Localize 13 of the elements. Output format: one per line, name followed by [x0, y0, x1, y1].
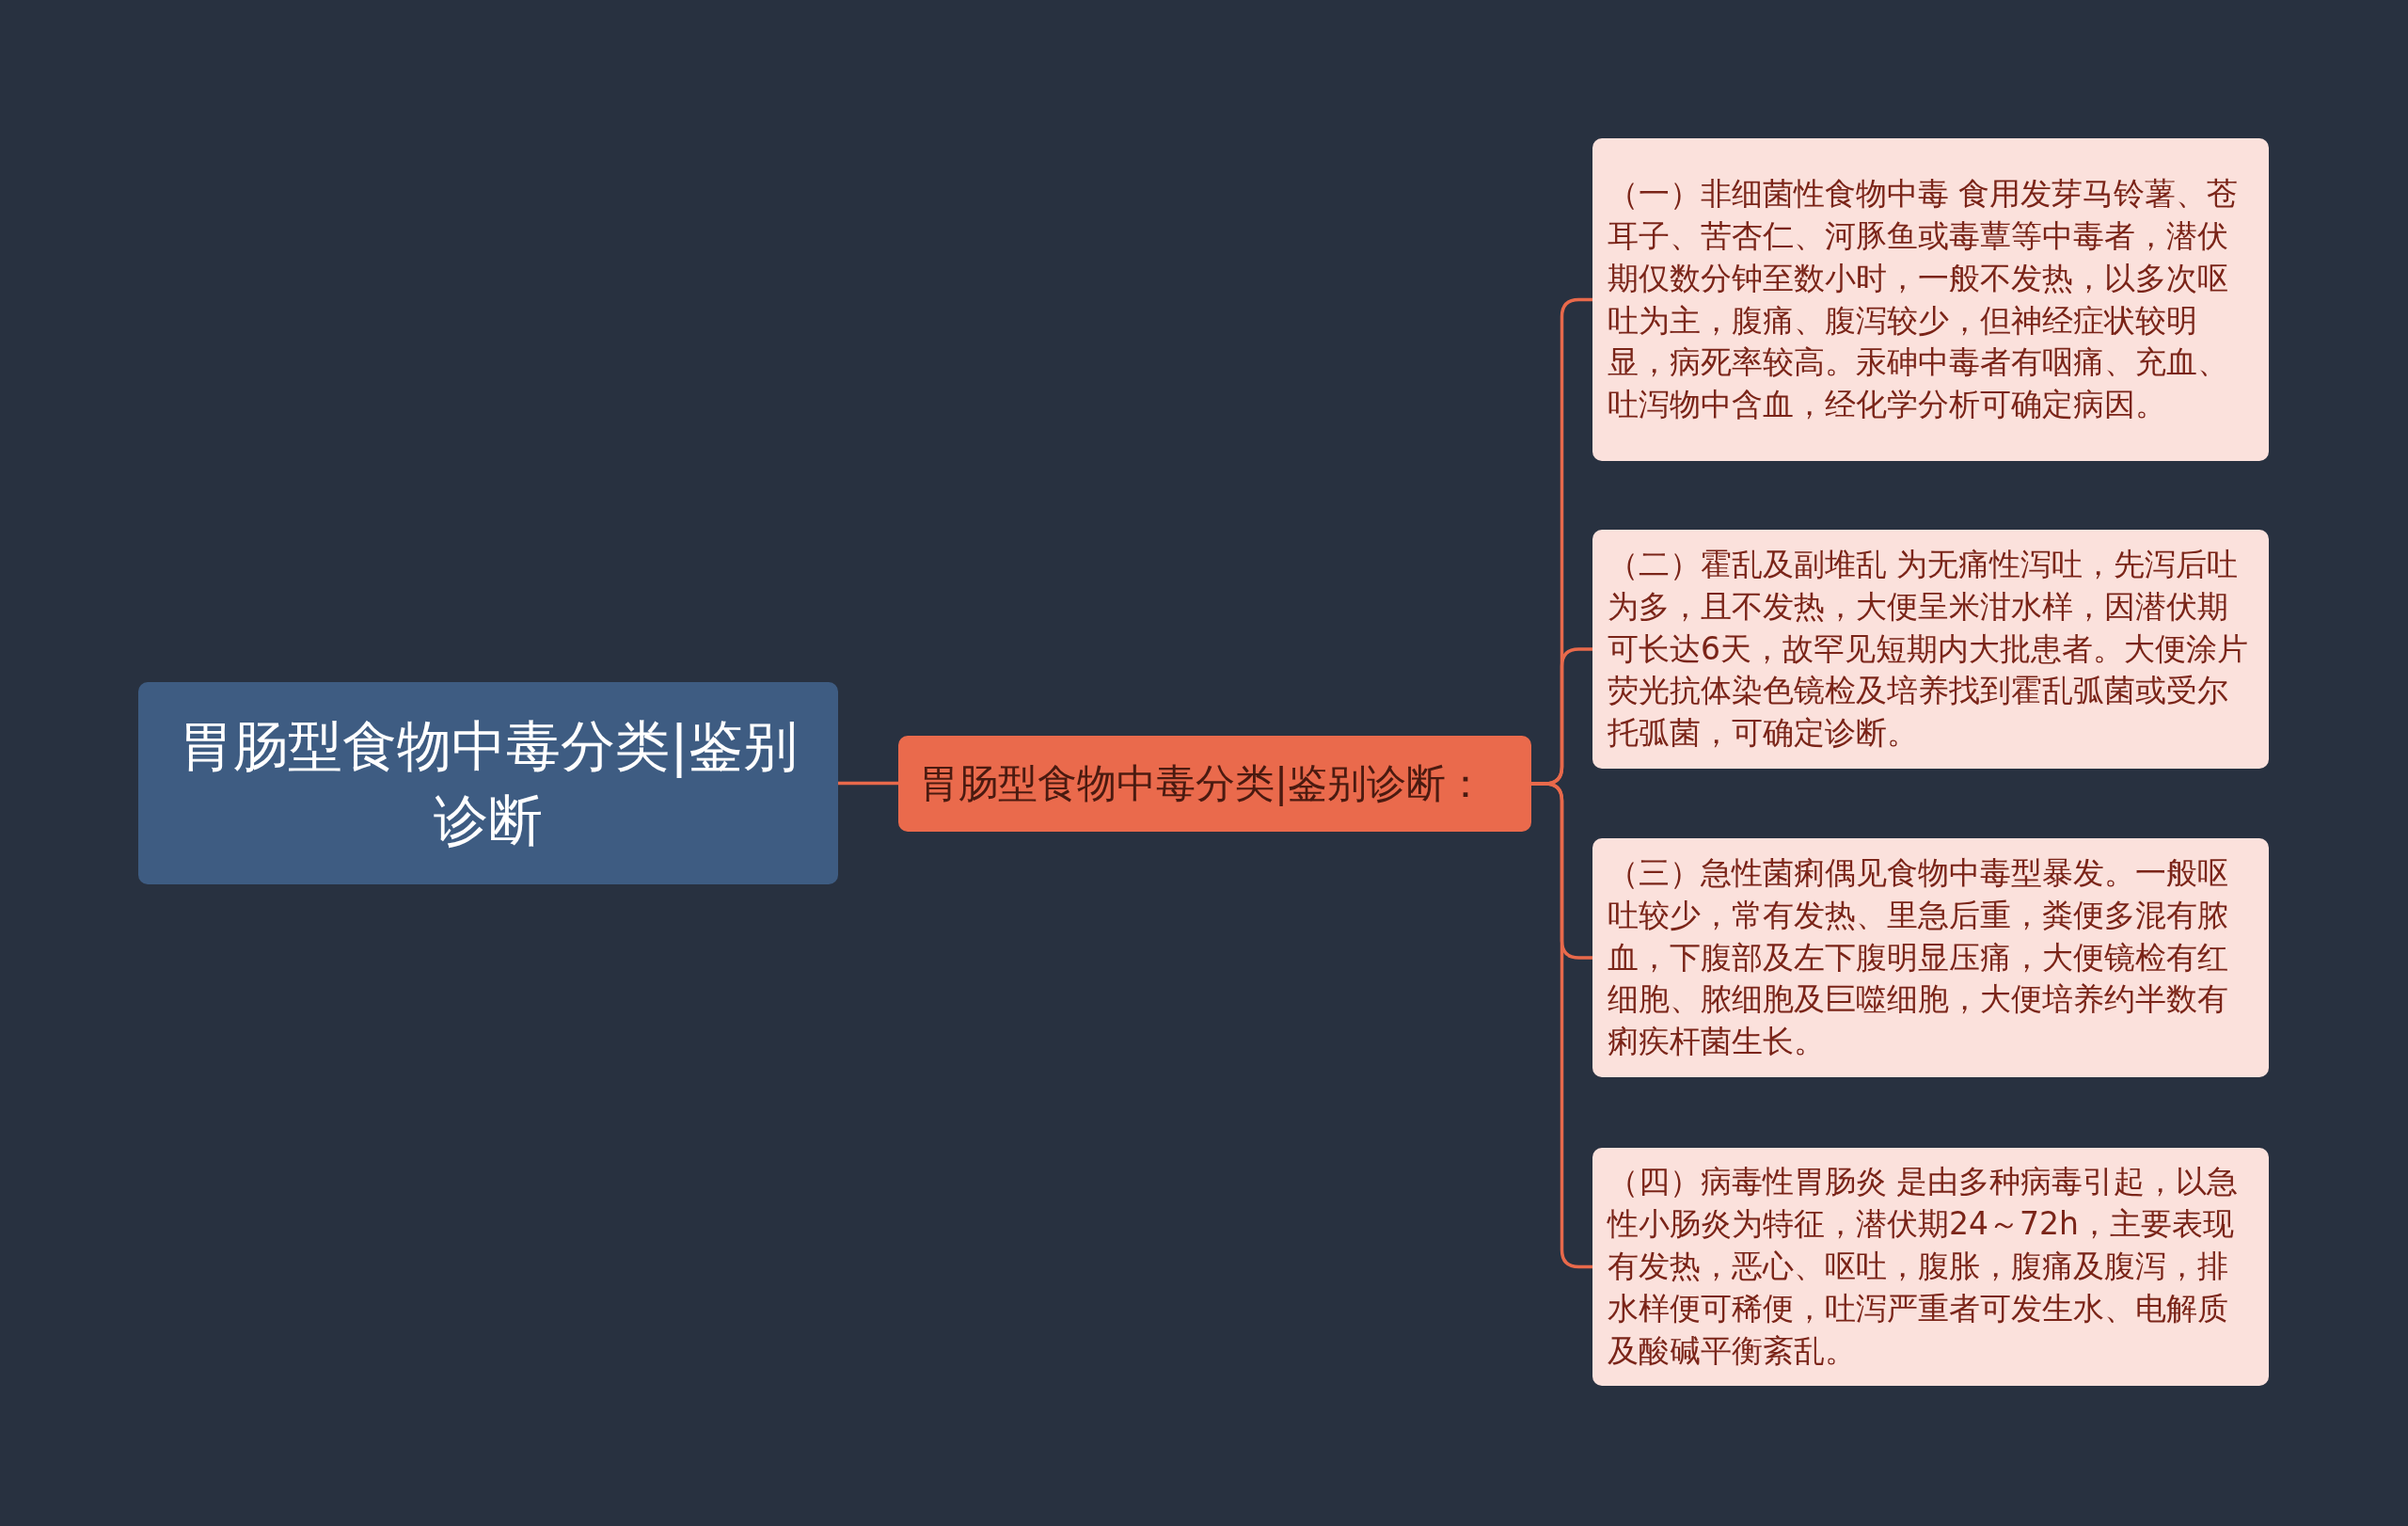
- detail-box: [1592, 1148, 2269, 1386]
- topic-box: [898, 736, 1531, 832]
- node-text: 胃肠型食物中毒分类|鉴别诊断: [178, 713, 799, 854]
- detail-box: [1592, 838, 2269, 1077]
- detail-box: [1592, 138, 2269, 461]
- connector-line: [838, 781, 898, 786]
- node-text: 胃肠型食物中毒分类|鉴别诊断：: [919, 758, 1486, 808]
- node-text: （二）霍乱及副堆乱 为无痛性泻吐，先泻后吐为多，且不发热，大便呈米泔水样，因潜伏期可长达6天，故罕见短期内大批患者。大便涂片荧光抗体染色镜检及培养找到霍乱弧菌或受尔托弧菌，可确定诊断。: [1608, 544, 2249, 754]
- node-text: （四）病毒性胃肠炎 是由多种病毒引起，以急性小肠炎为特征，潜伏期24～72h，主要表现有发热，恶心、呕吐，腹胀，腹痛及腹泻，排水样便可稀便，吐泻严重者可发生水、电解质及酸碱平衡紊乱。: [1608, 1162, 2240, 1371]
- node-text: （一）非细菌性食物中毒 食用发芽马铃薯、苍耳子、苦杏仁、河豚鱼或毒蕈等中毒者，潜伏期仅数分钟至数小时，一般不发热，以多次呕吐为主，腹痛、腹泻较少，但神经症状较明显，病死率较高。汞砷中毒者有咽痛、充血、吐泻物中含血，经化学分析可确定病因。: [1608, 173, 2240, 425]
- node-text: （三）急性菌痢偶见食物中毒型暴发。一般呕吐较少，常有发热、里急后重，粪便多混有脓血，下腹部及左下腹明显压痛，大便镜检有红细胞、脓细胞及巨噬细胞，大便培养约半数有痢疾杆菌生长。: [1608, 852, 2229, 1062]
- detail-box: [1592, 530, 2269, 769]
- topic-box: [138, 682, 838, 884]
